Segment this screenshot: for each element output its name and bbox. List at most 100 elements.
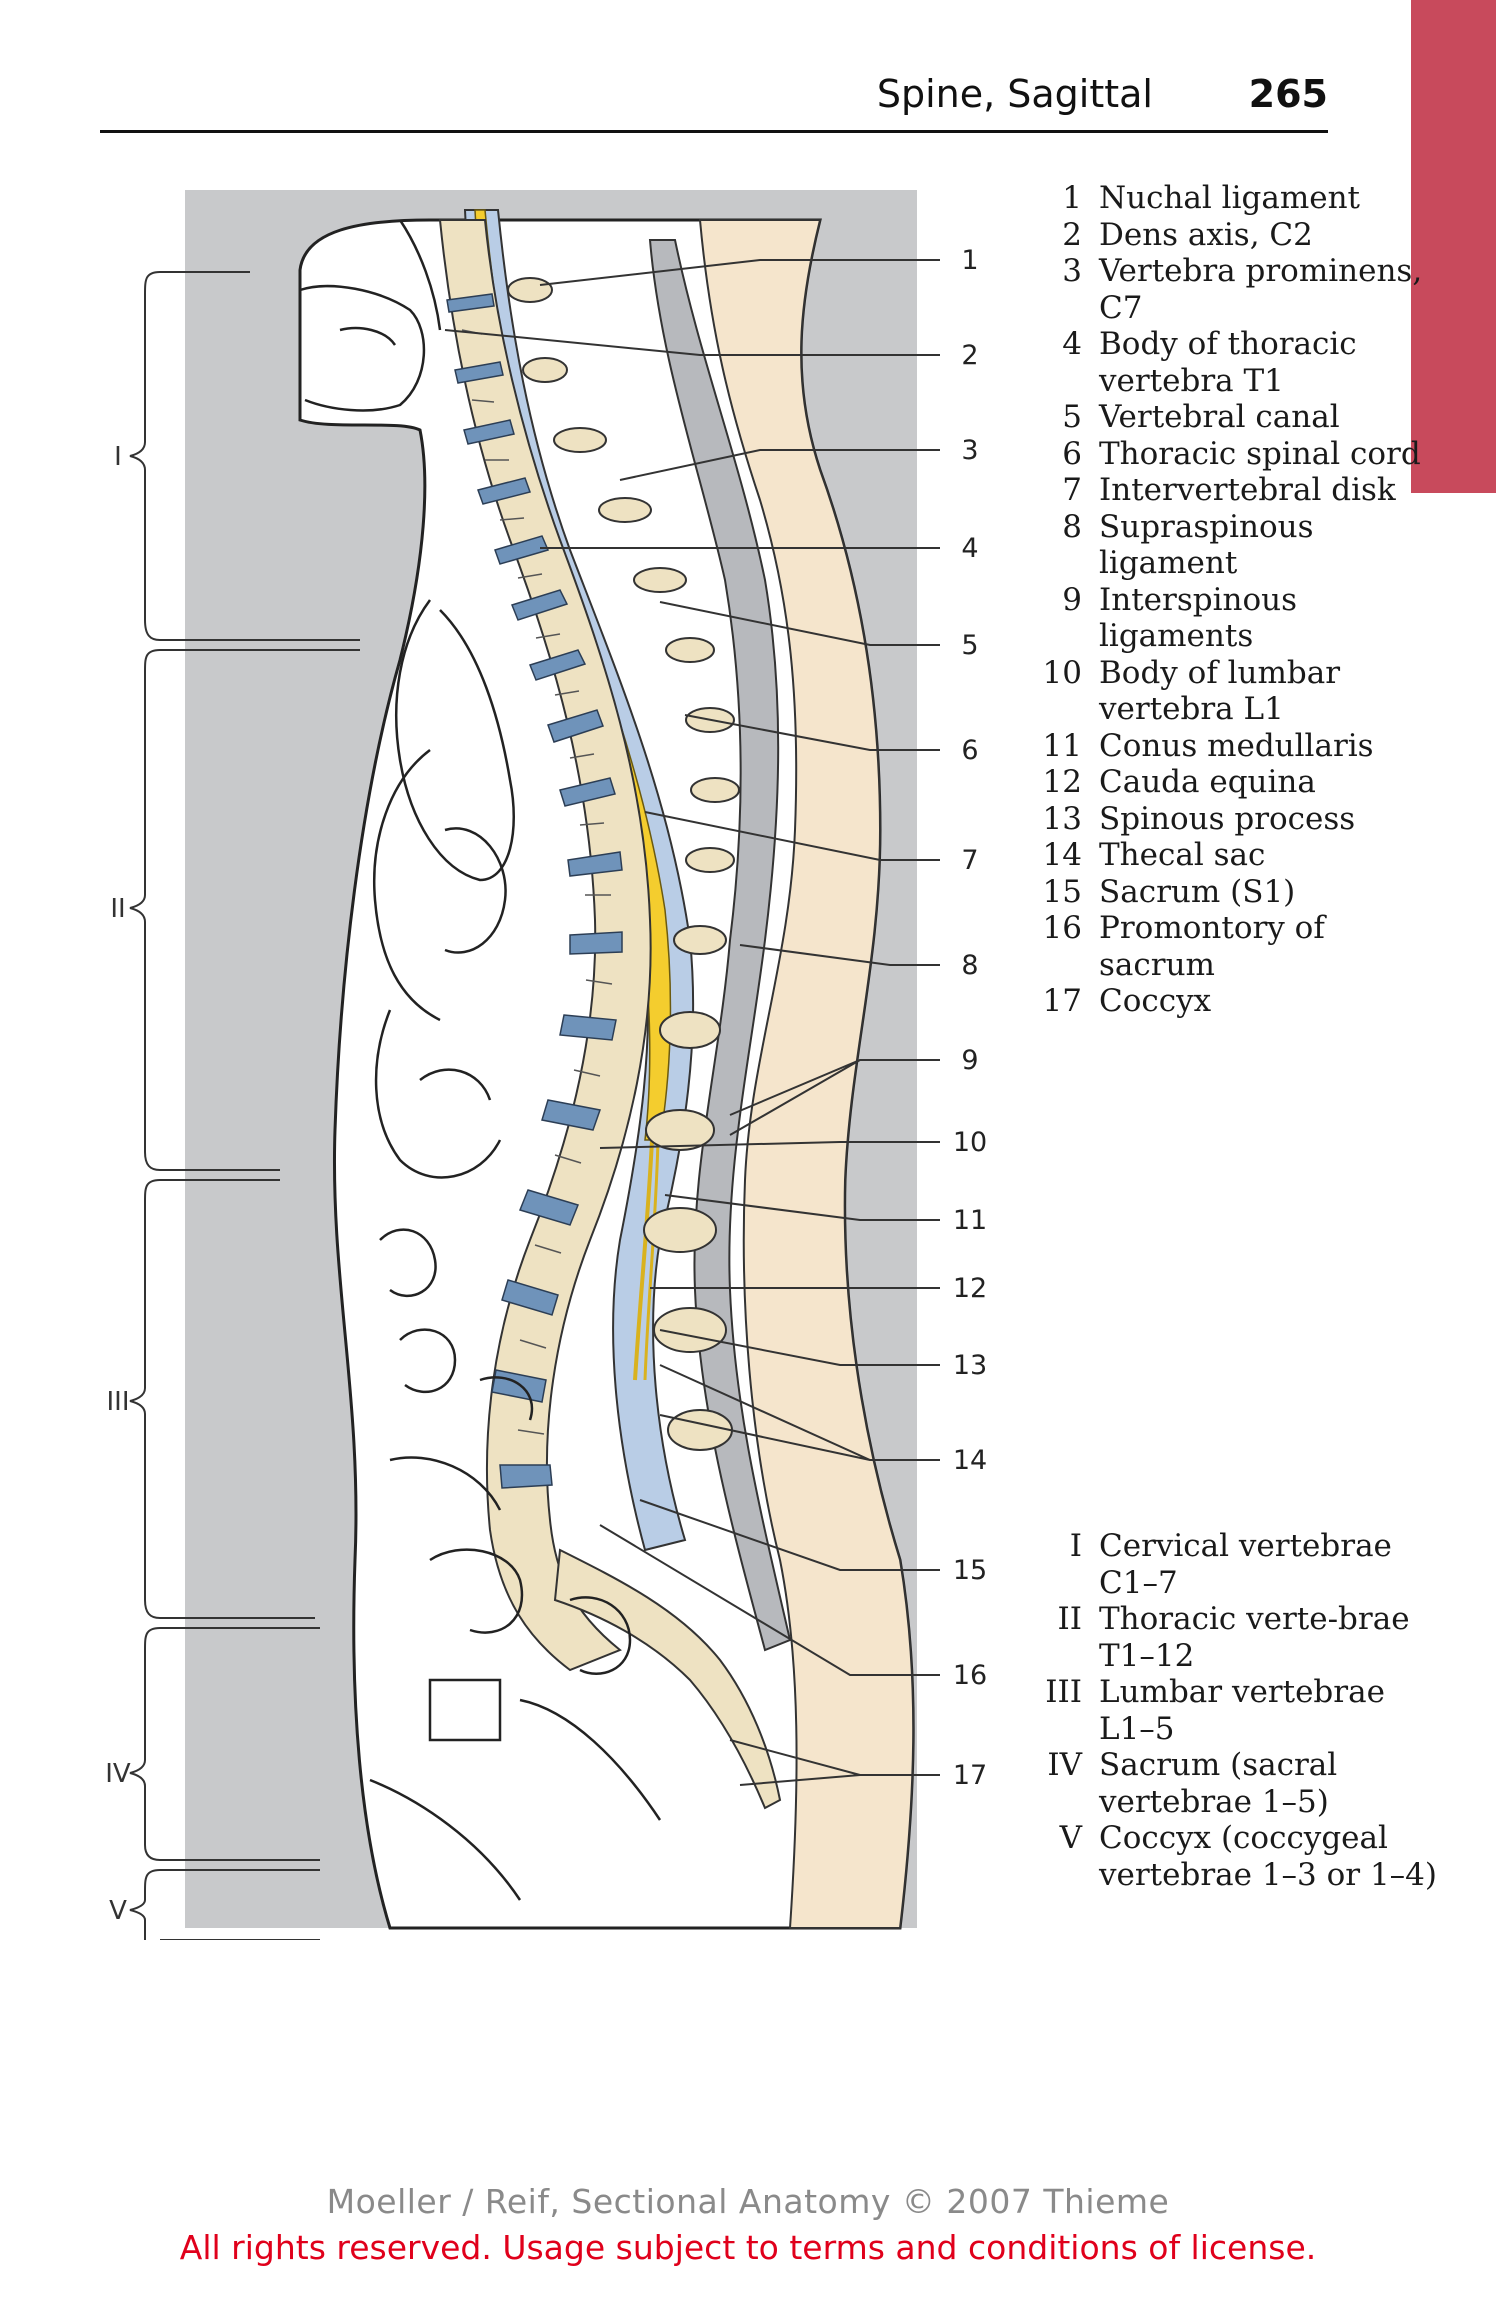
- callout-1: 1: [961, 245, 978, 276]
- legend-text: Conus medullaris: [1099, 727, 1374, 764]
- legend-text: Promontory of sacrum: [1099, 910, 1325, 983]
- legend-item: 12 Cauda equina: [1025, 764, 1445, 801]
- legend-item: 15 Sacrum (S1): [1025, 874, 1445, 911]
- legend-text: Thoracic spinal cord: [1099, 435, 1421, 472]
- paraspinal-muscle: [648, 239, 792, 1652]
- legend-text: Lumbar vertebrae L1–5: [1099, 1674, 1385, 1747]
- legend-item: IV Sacrum (sacral vertebrae 1–5): [1025, 1747, 1445, 1820]
- region-label-i: I: [114, 442, 122, 472]
- legend-text: Dens axis, C2: [1099, 216, 1313, 253]
- running-head: Spine, Sagittal 265: [100, 72, 1328, 130]
- cauda-equina: [633, 1139, 654, 1381]
- legend-number: 8: [1062, 508, 1082, 545]
- legend-number: 17: [1042, 983, 1082, 1019]
- callout-7: 7: [961, 845, 978, 876]
- legend-item: 11 Conus medullaris: [1025, 728, 1445, 765]
- legend-item: 8 Supraspinous ligament: [1025, 509, 1445, 582]
- region-label-ii: II: [110, 894, 125, 924]
- sacrum-coccyx: [553, 1548, 782, 1810]
- legend-text: Interspinous ligaments: [1099, 581, 1298, 655]
- legend-text: Vertebra prominens, C7: [1099, 253, 1423, 326]
- page-number: 265: [1248, 72, 1328, 116]
- legend-text: Thoracic verte-brae T1–12: [1099, 1601, 1410, 1674]
- callout-2: 2: [961, 340, 978, 371]
- legend-text: Sacrum (sacral vertebrae 1–5): [1099, 1747, 1338, 1820]
- legend-text: Body of thoracic vertebra T1: [1099, 326, 1357, 399]
- legend-item: 6 Thoracic spinal cord: [1025, 436, 1445, 473]
- legend-number: 13: [1042, 800, 1082, 837]
- callout-5: 5: [961, 630, 978, 661]
- callout-13: 13: [953, 1350, 987, 1381]
- legend-item: III Lumbar vertebrae L1–5: [1025, 1674, 1445, 1747]
- callout-17: 17: [953, 1760, 987, 1791]
- legend-number: 1: [1062, 180, 1082, 216]
- legend-number: V: [1059, 1820, 1082, 1856]
- legend-text: Spinous process: [1099, 800, 1356, 837]
- legend-item: 14 Thecal sac: [1025, 837, 1445, 874]
- legend-item: 7 Intervertebral disk: [1025, 472, 1445, 509]
- header-rule: [100, 130, 1328, 133]
- callout-15: 15: [953, 1555, 987, 1586]
- section-thumb-tab: [1411, 0, 1496, 493]
- legend-number: IV: [1047, 1747, 1082, 1783]
- intervertebral-disks: [446, 293, 623, 1489]
- legend-text: Body of lumbar vertebra L1: [1099, 654, 1341, 728]
- legend-item: 1 Nuchal ligament: [1025, 180, 1445, 217]
- legend-text: Coccyx (coccygeal vertebrae 1–3 or 1–4): [1099, 1820, 1438, 1893]
- legend-text: Supraspinous ligament: [1099, 508, 1314, 582]
- legend-number: 7: [1062, 472, 1082, 508]
- callout-10: 10: [953, 1127, 987, 1158]
- legend-item: 9 Interspinous ligaments: [1025, 582, 1445, 655]
- legend-number: 15: [1042, 873, 1082, 910]
- legend-number: 6: [1062, 435, 1082, 472]
- legend-text: Nuchal ligament: [1099, 180, 1360, 216]
- legend-item: 2 Dens axis, C2: [1025, 217, 1445, 254]
- visceral-outlines: [369, 599, 662, 1901]
- legend-item: 17 Coccyx: [1025, 983, 1445, 1020]
- region-label-iii: III: [106, 1387, 129, 1417]
- callout-6: 6: [961, 735, 978, 766]
- legend-number: 14: [1042, 837, 1082, 873]
- running-title: Spine, Sagittal: [876, 72, 1153, 116]
- callout-3: 3: [961, 435, 978, 466]
- legend-text: Cervical vertebrae C1–7: [1099, 1528, 1392, 1601]
- legend-item: II Thoracic verte-brae T1–12: [1025, 1601, 1445, 1674]
- legend-text: Vertebral canal: [1099, 399, 1340, 435]
- legend-text: Coccyx: [1099, 983, 1212, 1019]
- legend-text: Cauda equina: [1099, 764, 1316, 800]
- sagittal-spine-figure: 1 2 3 4 5 6 7 8 9 10 11 12 13 14 15 16 1…: [100, 180, 1110, 1940]
- spinous-processes: [507, 277, 740, 1451]
- legend-number: 16: [1042, 910, 1082, 946]
- legend-item: 13 Spinous process: [1025, 801, 1445, 838]
- callout-4: 4: [961, 533, 978, 564]
- legend-number: II: [1057, 1601, 1083, 1637]
- callout-11: 11: [953, 1205, 987, 1236]
- cauda-equina-strand: [643, 1139, 660, 1381]
- legend-number: 9: [1062, 581, 1082, 618]
- callout-9: 9: [961, 1045, 978, 1076]
- legend-item: I Cervical vertebrae C1–7: [1025, 1528, 1445, 1601]
- legend-text: Intervertebral disk: [1099, 472, 1396, 508]
- callout-12: 12: [953, 1273, 987, 1304]
- license-notice: All rights reserved. Usage subject to te…: [179, 2228, 1317, 2267]
- legend-number: 12: [1042, 764, 1082, 800]
- legend-number: III: [1045, 1674, 1082, 1710]
- legend-text: Sacrum (S1): [1099, 873, 1296, 910]
- spine-illustration: 1 2 3 4 5 6 7 8 9 10 11 12 13 14 15 16 1…: [105, 190, 987, 1940]
- copyright-notice: Moeller / Reif, Sectional Anatomy © 2007…: [326, 2182, 1170, 2221]
- region-legend: I Cervical vertebrae C1–7 II Thoracic vert…: [1025, 1528, 1445, 1893]
- legend-number: 11: [1042, 727, 1082, 764]
- legend-text: Thecal sac: [1099, 837, 1266, 873]
- callout-8: 8: [961, 950, 978, 981]
- legend-number: I: [1069, 1528, 1082, 1564]
- legend-item: 10 Body of lumbar vertebra L1: [1025, 655, 1445, 728]
- legend-number: 10: [1042, 654, 1082, 691]
- legend-number: 2: [1062, 216, 1082, 253]
- region-brackets: [129, 271, 360, 1940]
- region-label-v: V: [109, 1896, 127, 1926]
- posterior-soft-tissue: [698, 219, 915, 1929]
